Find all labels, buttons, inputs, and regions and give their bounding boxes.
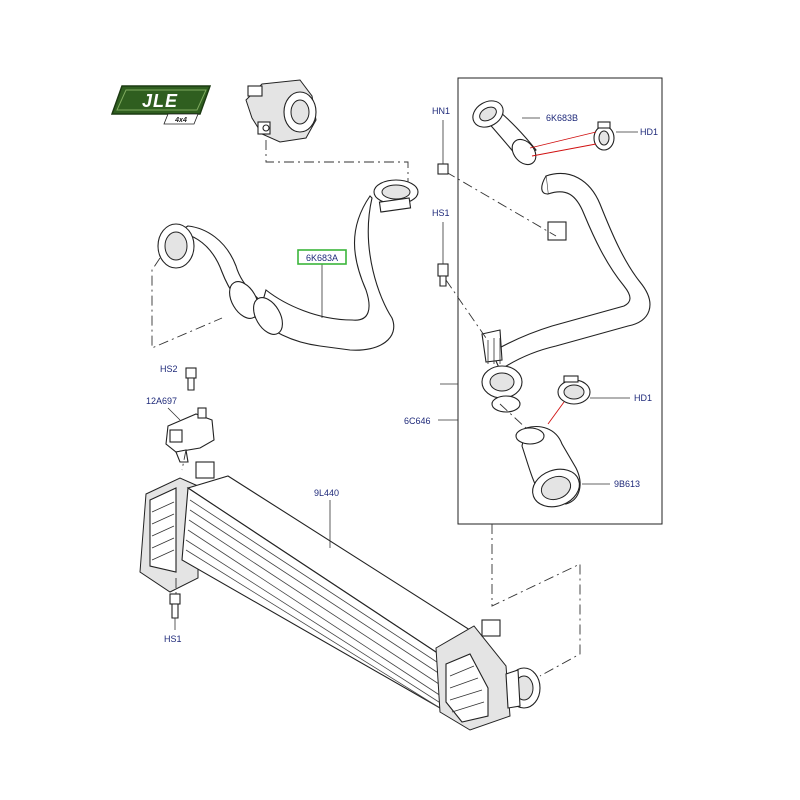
label-hs2: HS2 — [160, 364, 178, 374]
label-hs1-top: HS1 — [432, 208, 450, 218]
dashed-link-9b613-to-cooler — [491, 524, 581, 677]
screw-hs1-top — [437, 222, 449, 287]
nut-hn1 — [437, 120, 449, 175]
screw-hs1-bottom — [169, 593, 181, 619]
logo-subtext: 4x4 — [174, 117, 187, 124]
label-hs1-bottom: HS1 — [164, 634, 182, 644]
label-hd1-top: HD1 — [640, 127, 658, 137]
highlight-box-6k683a — [297, 249, 347, 265]
dashed-link-6k683b-to-pipe — [445, 171, 557, 237]
label-hn1: HN1 — [432, 106, 450, 116]
leader-12a697 — [167, 407, 181, 421]
pipe-6c646 — [481, 172, 651, 413]
label-6k683b: 6K683B — [546, 113, 578, 123]
dashed-link-6k683a-left — [151, 257, 223, 349]
label-12a697: 12A697 — [146, 396, 177, 406]
label-6k683a: 6K683A — [306, 253, 338, 263]
intercooler-9l440 — [139, 461, 541, 731]
sensor-12a697 — [165, 407, 215, 463]
dashed-link-6c646-to-9b613 — [499, 403, 529, 431]
dashed-link-turbo — [265, 140, 409, 186]
label-9l440: 9L440 — [314, 488, 339, 498]
logo-text: JLE — [142, 91, 178, 111]
hose-6k683b — [472, 100, 537, 166]
turbo-outlet-housing — [245, 79, 317, 143]
screw-hs2 — [185, 367, 197, 391]
hose-6k683a — [157, 179, 419, 351]
label-9b613: 9B613 — [614, 479, 640, 489]
hose-9b613 — [515, 426, 581, 508]
dashed-link-hs1-top — [445, 279, 487, 339]
red-leader-hd1-top-b — [531, 143, 597, 157]
label-6c646: 6C646 — [404, 416, 431, 426]
red-leader-hd1-top-a — [529, 131, 597, 149]
dashed-link-sensor — [181, 449, 187, 471]
label-hd1-bottom: HD1 — [634, 393, 652, 403]
jle-logo: JLE 4x4 — [110, 85, 212, 125]
red-leader-hd1-bottom — [547, 401, 565, 425]
hose-clamp-hd1-bottom — [557, 375, 591, 405]
assembly-box — [457, 77, 663, 525]
hose-clamp-hd1-top — [593, 121, 615, 151]
